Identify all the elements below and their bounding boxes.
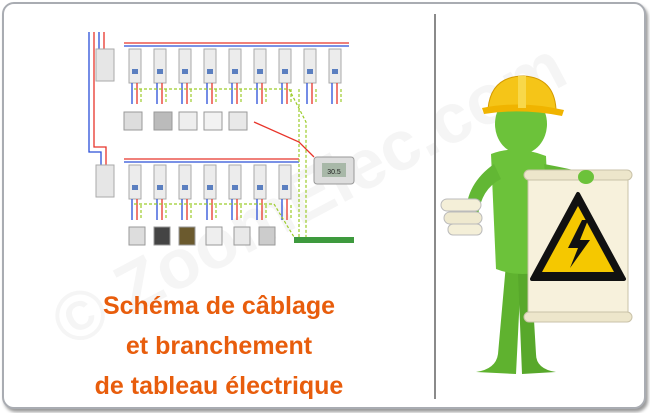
warning-scroll xyxy=(523,169,633,323)
breaker-toggle xyxy=(182,69,188,74)
circuit-breaker xyxy=(203,48,217,84)
appliance xyxy=(153,111,173,131)
paper-rolls xyxy=(440,198,483,236)
breaker-toggle xyxy=(157,69,163,74)
breaker-toggle xyxy=(232,69,238,74)
breaker-toggle xyxy=(282,69,288,74)
breaker-toggle xyxy=(182,185,188,190)
circuit-breaker xyxy=(328,48,342,84)
appliance xyxy=(228,111,248,131)
wiring-schematic: 30.5 xyxy=(88,32,355,246)
circuit-breaker xyxy=(253,164,267,200)
high-voltage-warning-icon xyxy=(530,192,626,281)
title-line-2: et branchement xyxy=(125,332,313,360)
appliance xyxy=(233,226,251,246)
breaker-toggle xyxy=(207,185,213,190)
title-line-1: Schéma de câblage xyxy=(102,292,336,320)
appliance xyxy=(123,111,143,131)
thermostat-display: 30.5 xyxy=(327,169,341,176)
circuit-breaker xyxy=(153,48,167,84)
differential-switch xyxy=(95,164,115,198)
breaker-toggle xyxy=(257,185,263,190)
page-title: Schéma de câblage et branchement de tabl… xyxy=(4,286,434,406)
breaker-toggle xyxy=(232,185,238,190)
wire xyxy=(93,32,107,165)
breaker-toggle xyxy=(257,69,263,74)
appliance xyxy=(178,111,198,131)
breaker-toggle xyxy=(332,69,338,74)
banner-card: © ZoomElec.com 30.5 Schéma de câblage et… xyxy=(2,2,646,409)
wire xyxy=(134,203,295,238)
appliance xyxy=(178,226,196,246)
thermostat-screen xyxy=(322,163,346,177)
appliance xyxy=(203,111,223,131)
circuit-breaker xyxy=(278,48,292,84)
breaker-toggle xyxy=(207,69,213,74)
circuit-breaker xyxy=(253,48,267,84)
wire xyxy=(88,32,102,165)
circuit-breaker xyxy=(178,164,192,200)
hard-hat-icon xyxy=(482,75,564,116)
breaker-toggle xyxy=(307,69,313,74)
circuit-breaker xyxy=(303,48,317,84)
wire xyxy=(134,88,307,237)
electrician-figure xyxy=(440,75,633,374)
appliance xyxy=(153,226,171,246)
appliance xyxy=(205,226,223,246)
circuit-breaker xyxy=(178,48,192,84)
appliance xyxy=(258,226,276,246)
breaker-toggle xyxy=(132,69,138,74)
title-line-3: de tableau électrique xyxy=(94,372,344,400)
circuit-breaker xyxy=(128,164,142,200)
breaker-toggle xyxy=(157,185,163,190)
earth-terminal-block xyxy=(294,237,354,243)
circuit-breaker xyxy=(228,164,242,200)
circuit-breaker xyxy=(203,164,217,200)
breaker-toggle xyxy=(282,185,288,190)
wire xyxy=(253,121,315,158)
circuit-breaker xyxy=(153,164,167,200)
differential-switch xyxy=(95,48,115,82)
divider xyxy=(434,14,436,399)
breaker-toggle xyxy=(132,185,138,190)
appliance xyxy=(128,226,146,246)
circuit-breaker xyxy=(278,164,292,200)
circuit-breaker xyxy=(228,48,242,84)
circuit-breaker xyxy=(128,48,142,84)
